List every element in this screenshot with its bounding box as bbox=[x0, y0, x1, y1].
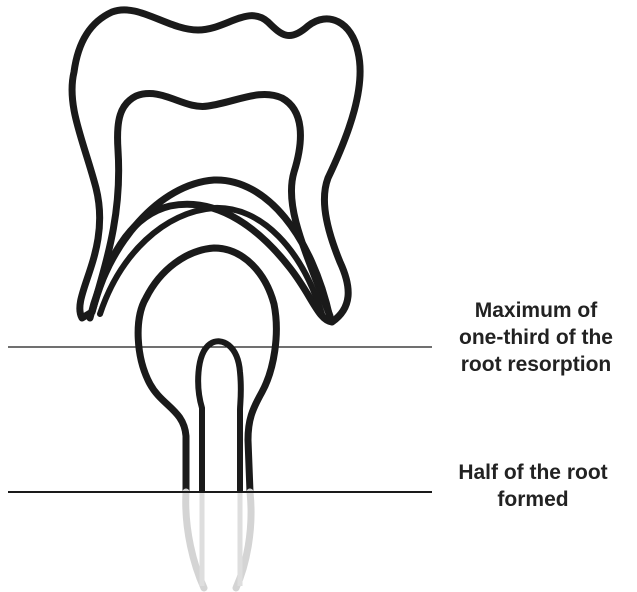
root-formation-label-line1: Half of the root bbox=[440, 459, 626, 486]
successor-root-canal bbox=[198, 341, 241, 492]
root-formation-label: Half of the root formed bbox=[440, 459, 626, 513]
resorption-limit-label-line3: root resorption bbox=[432, 351, 637, 378]
successor-tooth-outline bbox=[138, 248, 276, 492]
root-formation-label-line2: formed bbox=[440, 486, 626, 513]
resorption-limit-label-line1: Maximum of bbox=[432, 297, 637, 324]
resorption-limit-label-line2: one-third of the bbox=[432, 324, 637, 351]
resorption-limit-label: Maximum of one-third of the root resorpt… bbox=[432, 297, 637, 378]
